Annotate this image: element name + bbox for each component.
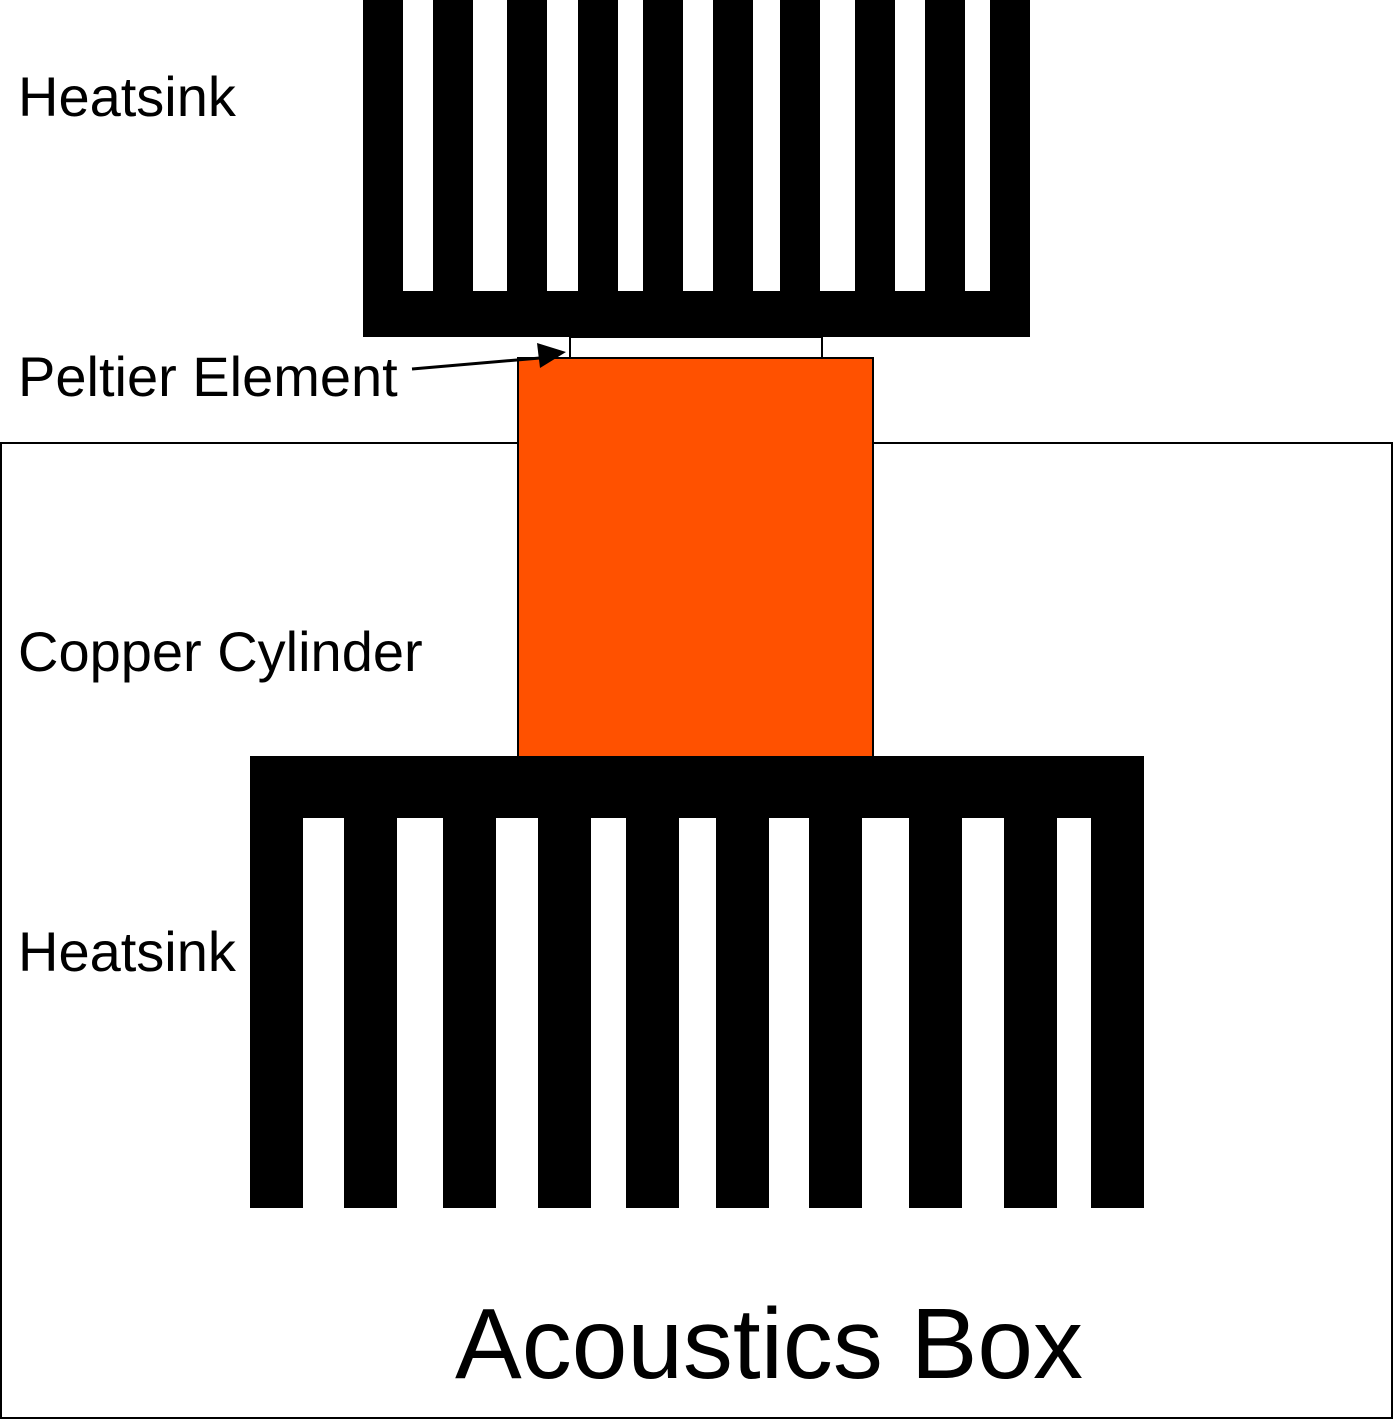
arrow-head-icon [537, 343, 566, 368]
bottom-heatsink-fin [538, 810, 591, 1208]
top-heatsink-fin [713, 0, 753, 296]
bottom-heatsink [250, 756, 1144, 1208]
bottom-heatsink-fin [909, 810, 962, 1208]
copper-label: Copper Cylinder [18, 620, 423, 683]
bottom-heatsink-fin [809, 810, 862, 1208]
peltier-label: Peltier Element [18, 345, 398, 408]
copper-cylinder [517, 357, 874, 759]
top-heatsink-fin [578, 0, 618, 296]
bottom-heatsink-fin [250, 810, 303, 1208]
bottom-heatsink-base [250, 756, 1144, 818]
top-heatsink [363, 0, 1030, 337]
bottom-heatsink-fin [716, 810, 769, 1208]
top-heatsink-fin [780, 0, 820, 296]
acoustics-box-label: Acoustics Box [455, 1288, 1083, 1400]
top-heatsink-label: Heatsink [18, 65, 237, 128]
bottom-heatsink-label: Heatsink [18, 920, 237, 983]
bottom-heatsink-fin [626, 810, 679, 1208]
bottom-heatsink-fin [344, 810, 397, 1208]
bottom-heatsink-fin [443, 810, 496, 1208]
bottom-heatsink-fin [1091, 810, 1144, 1208]
peltier-arrow [411, 343, 566, 371]
top-heatsink-base [363, 291, 1030, 337]
top-heatsink-fin [363, 0, 403, 296]
top-heatsink-fin [433, 0, 473, 296]
top-heatsink-fin [990, 0, 1030, 296]
top-heatsink-fin [925, 0, 965, 296]
top-heatsink-fin [855, 0, 895, 296]
bottom-heatsink-fin [1004, 810, 1057, 1208]
top-heatsink-fin [507, 0, 547, 296]
peltier-element [569, 336, 823, 359]
top-heatsink-fin [643, 0, 683, 296]
